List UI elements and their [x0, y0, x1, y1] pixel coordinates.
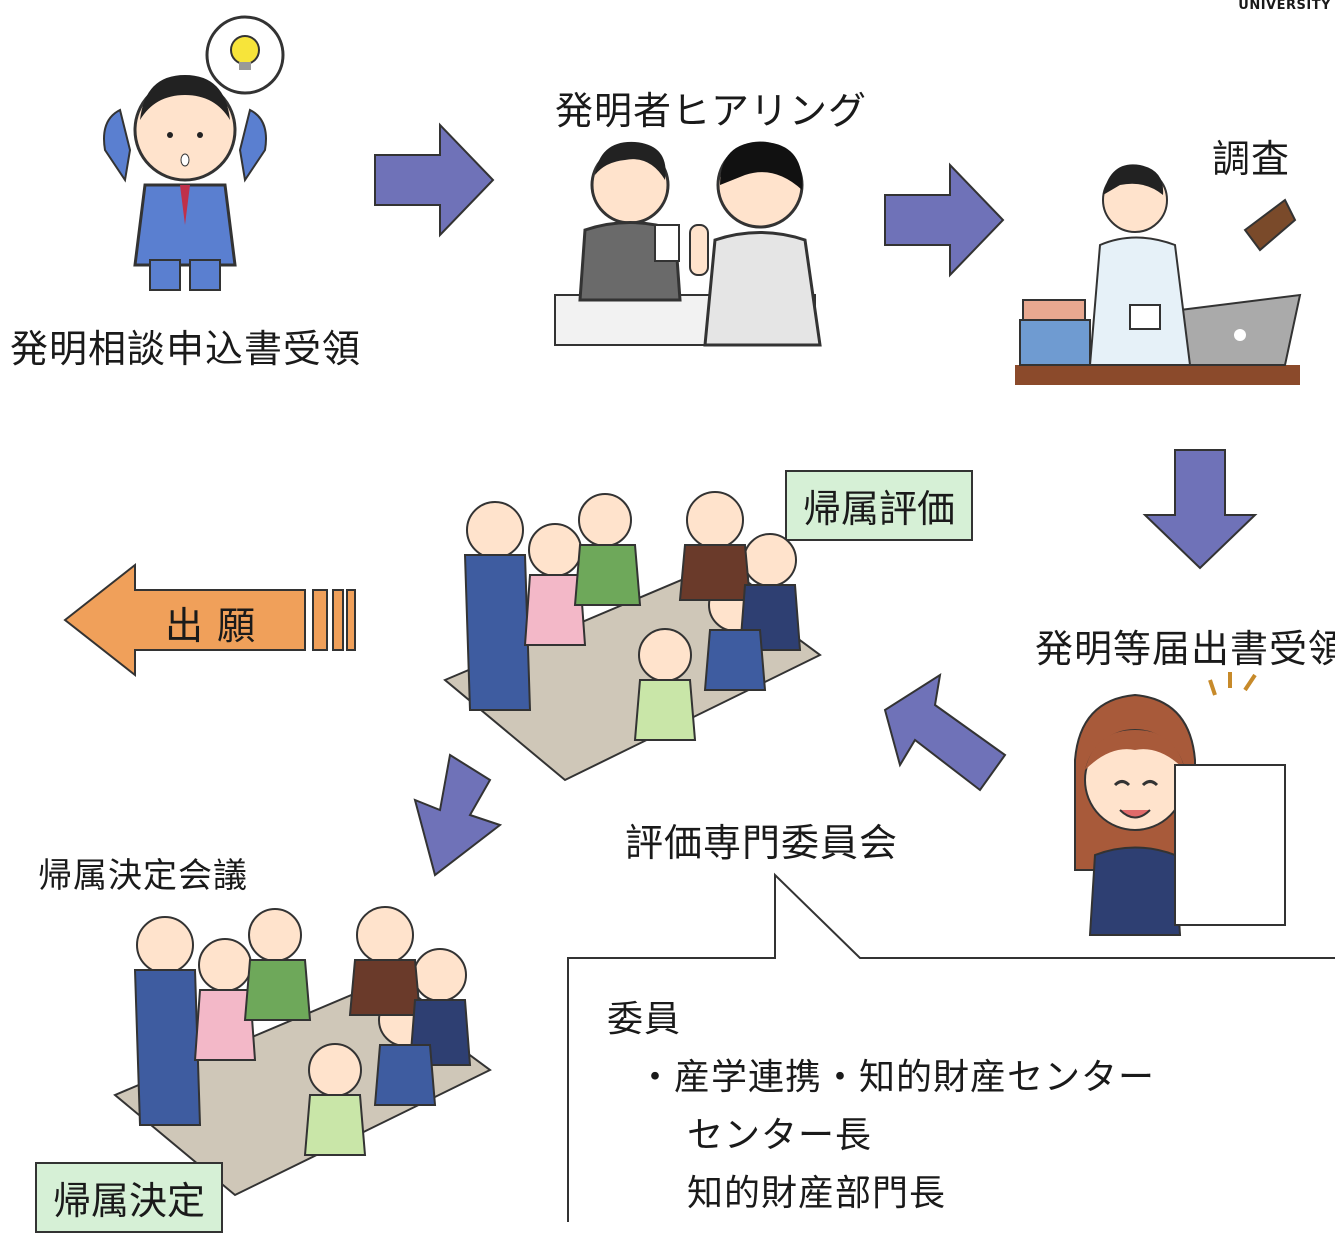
step-application-received-label: 発明相談申込書受領 [10, 327, 362, 371]
step-evaluation-committee-label: 評価専門委員会 [625, 821, 899, 865]
step-notification-received-label: 発明等届出書受領 [1035, 627, 1335, 671]
person-thinking-illustration [103, 15, 285, 291]
flow-arrow-down [1142, 449, 1258, 570]
hearing-illustration [554, 141, 822, 347]
committee-note-line-2: センター長 [687, 1115, 873, 1156]
step-investigation-label: 調査 [1212, 137, 1291, 181]
committee-note-line-1: ・産学連携・知的財産センター [637, 1057, 1156, 1098]
woman-document-illustration [1074, 672, 1286, 936]
ownership-meeting-illustration [113, 906, 492, 1197]
flow-arrow-right-2 [884, 162, 1005, 278]
committee-note-heading: 委員 [607, 999, 682, 1040]
flow-arrow-upleft [883, 672, 1007, 792]
flow-arrow-downleft [413, 753, 503, 877]
lightbulb-icon [230, 35, 260, 70]
step-ownership-meeting-label: 帰属決定会議 [38, 856, 248, 896]
researcher-illustration [1015, 164, 1302, 385]
committee-callout [567, 872, 1335, 1222]
step-inventor-hearing-label: 発明者ヒアリング [555, 89, 868, 133]
evaluation-meeting-illustration [443, 491, 822, 782]
flow-arrow-right-1 [374, 122, 495, 238]
ownership-evaluation-tag: 帰属評価 [785, 470, 974, 541]
filing-arrow-label: 出 願 [165, 604, 257, 648]
university-logo: UNIVERSITY [1238, 0, 1331, 13]
ownership-decision-tag: 帰属決定 [35, 1162, 224, 1233]
filing-arrow [63, 562, 356, 678]
committee-note-line-3: 知的財産部門長 [687, 1173, 947, 1214]
